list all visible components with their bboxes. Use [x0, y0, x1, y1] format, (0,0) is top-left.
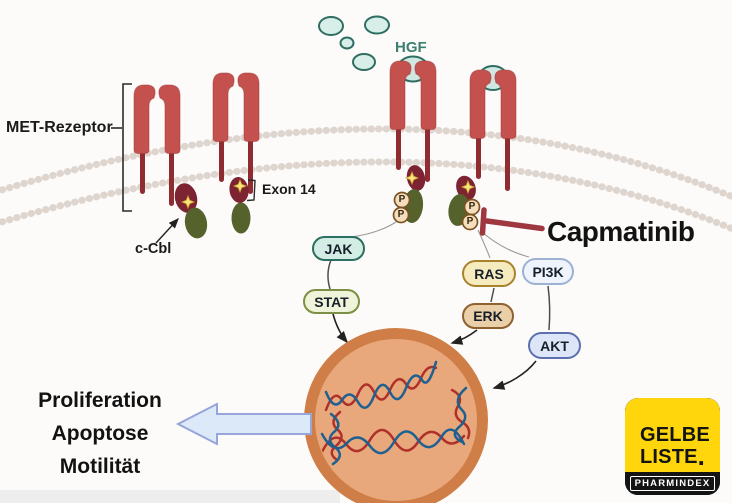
outcome-block-arrow-icon [175, 402, 312, 446]
exon14-bracket [246, 179, 256, 202]
signal-connectors [327, 221, 551, 390]
inhibition-tbar-icon [479, 207, 545, 236]
outcomes-list: Proliferation Apoptose Motilität [8, 384, 192, 483]
phospho-p-label: P [398, 194, 406, 205]
outcome-apoptose: Apoptose [51, 422, 149, 445]
logo-wordmark: GELBE LISTE. [640, 424, 710, 471]
capmatinib-label: Capmatinib [547, 216, 695, 247]
logo-black-bar: PHARMINDEX [625, 472, 720, 495]
met-receptor-bracket [111, 83, 132, 212]
exon14-label: Exon 14 [262, 181, 316, 197]
met-receptor-active-1 [389, 55, 437, 183]
phospho-p-label: P [466, 216, 474, 227]
met-receptor-inactive-2 [212, 72, 260, 195]
phospho-p-label: P [397, 209, 405, 220]
phospho-sites [392, 191, 481, 231]
kinase-domains [174, 165, 476, 239]
c-cbl-arrow-icon [155, 217, 179, 244]
hgf-molecules-icon [318, 15, 390, 71]
hgf-label: HGF [395, 39, 427, 56]
c-cbl-label: c-Cbl [135, 241, 172, 257]
logo-yellow-panel [625, 398, 720, 472]
met-receptor-label: MET-Rezeptor [6, 119, 113, 136]
node-ras: RAS [462, 260, 516, 287]
node-jak: JAK [312, 236, 365, 261]
gelbe-liste-logo: GELBE LISTE. PHARMINDEX [625, 398, 720, 495]
node-pi3k: PI3K [522, 258, 574, 285]
logo-subtitle: PHARMINDEX [629, 476, 716, 491]
met-receptor-active-2 [469, 65, 517, 192]
outcome-proliferation: Proliferation [38, 389, 162, 412]
logo-dot: . [697, 441, 706, 471]
phospho-p-label: P [468, 201, 476, 212]
logo-line1: GELBE [640, 424, 710, 446]
met-receptor-inactive-1 [133, 84, 181, 207]
node-akt: AKT [528, 332, 581, 359]
dna-helix-icon [320, 360, 471, 466]
nucleus [304, 328, 488, 503]
outcome-motilitaet: Motilität [59, 455, 141, 478]
bottom-edge-strip [0, 490, 340, 503]
node-stat: STAT [303, 289, 360, 314]
node-erk: ERK [462, 303, 514, 329]
logo-line2: LISTE [640, 446, 698, 468]
